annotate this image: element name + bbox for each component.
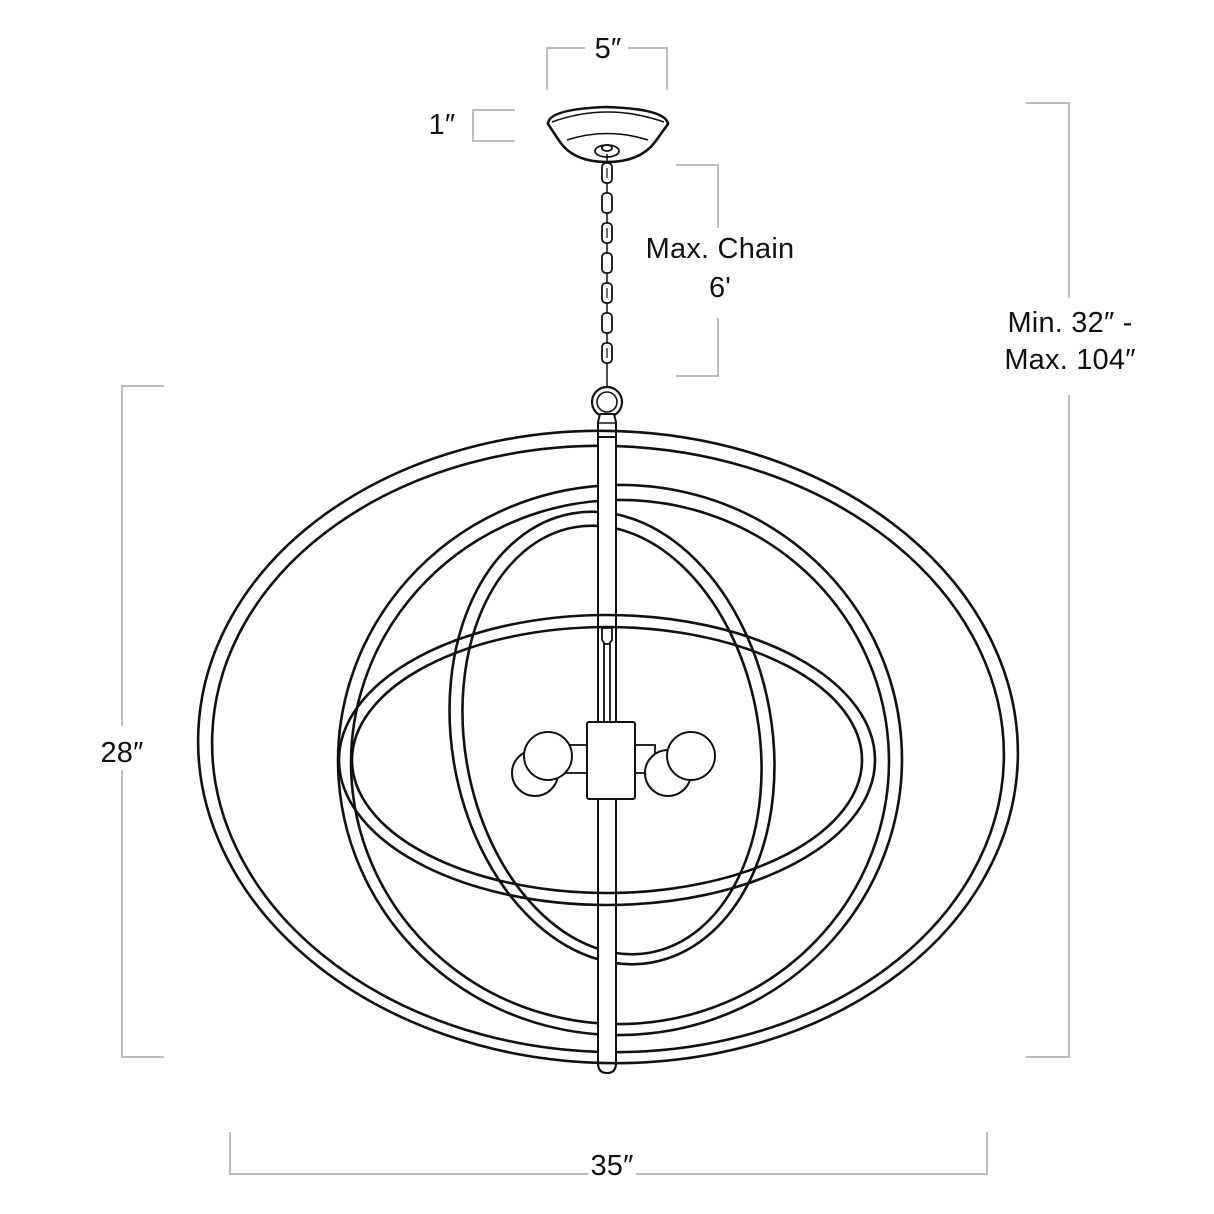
chain-bracket-bottom xyxy=(676,318,719,377)
overall-height-label: Min. 32″ - Max. 104″ xyxy=(985,306,1155,378)
canopy-width-label: 5″ xyxy=(594,33,622,65)
overall-height-bracket-bottom xyxy=(1026,395,1070,1058)
center-rod-front xyxy=(597,440,617,1075)
overall-height-line2: Max. 104″ xyxy=(1004,343,1136,376)
canopy-height-label: 1″ xyxy=(428,109,456,141)
fixture-height-bracket-top xyxy=(121,385,164,726)
fixture-width-bracket-right xyxy=(636,1132,988,1175)
chain-label-line2: 6' xyxy=(708,271,732,304)
fixture-height-label: 28″ xyxy=(100,737,144,769)
canopy xyxy=(546,105,670,164)
chain xyxy=(601,154,613,388)
chain-bracket-top xyxy=(676,164,719,228)
fixture-width-label: 35″ xyxy=(590,1150,634,1182)
dimension-lines xyxy=(121,47,1070,1175)
canopy-width-bracket-left xyxy=(546,47,585,90)
chain-label-line1: Max. Chain xyxy=(645,233,795,265)
light-cluster xyxy=(511,627,716,800)
fixture-height-bracket-bottom xyxy=(121,770,164,1058)
fixture-width-bracket-left xyxy=(229,1132,588,1175)
tilted-oval-ring xyxy=(448,510,776,966)
overall-height-line1: Min. 32″ - xyxy=(1007,307,1133,339)
chain-length-label: Max. Chain 6' xyxy=(630,232,810,306)
canopy-width-bracket-right xyxy=(628,47,668,90)
hanging-loop xyxy=(590,385,624,438)
overall-height-bracket-top xyxy=(1026,102,1070,298)
horizontal-ring xyxy=(337,613,877,907)
canopy-height-bracket xyxy=(472,109,515,142)
